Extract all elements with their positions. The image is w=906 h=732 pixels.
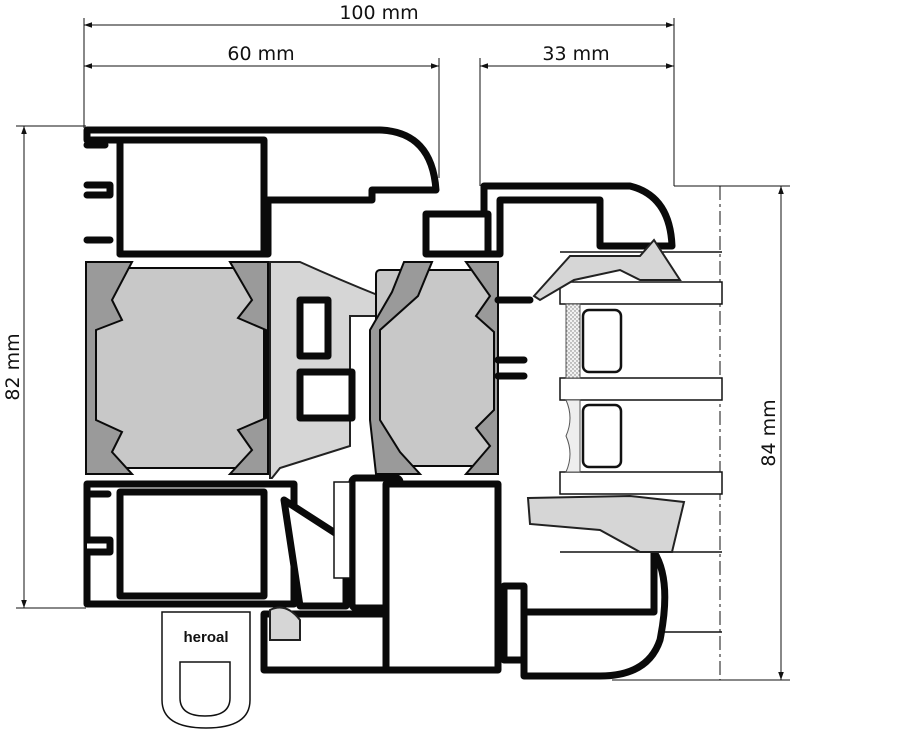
sash-outer-bottom-chamber [520,548,669,680]
glass-pane-middle [559,377,723,401]
glass-pane-inner [559,471,723,495]
sash-bottom-chamber [382,480,502,674]
glass-pane-outer [559,281,723,305]
glazing-gasket-inner [526,494,686,553]
sash-polyamide-strut-right [463,261,499,475]
dimension-label-sash-width: 33 mm [542,43,609,65]
frame-thermal-insulation [95,267,265,469]
dimension-label-frame-height: 82 mm [2,333,24,400]
sash-profile [369,182,686,680]
dimension-label-overall-width: 100 mm [339,2,418,24]
dimension-label-frame-width: 60 mm [227,43,294,65]
glazing-unit [559,186,723,680]
frame-polyamide-strut-right [227,261,269,475]
dimension-sash-height: 84 mm [612,185,790,681]
frame-polyamide-strut-left [85,261,135,475]
sash-polyamide-strut-left [369,261,434,475]
frame-profile [83,126,440,674]
brand-logo-text: heroal [183,629,228,646]
brand-badge: heroal [161,611,251,729]
dimension-label-sash-height: 84 mm [758,399,780,466]
spacer-bar-lower [581,403,623,469]
frame-outer-chamber [116,136,268,258]
glazing-gasket-outer [532,238,682,302]
dimension-sash-width: 33 mm [479,43,674,186]
dimension-frame-width: 60 mm [84,43,440,178]
sash-top-chamber [480,182,676,258]
dimension-overall-width: 100 mm [83,2,675,186]
dimension-frame-height: 82 mm [2,125,86,609]
spacer-bar-upper [581,308,623,374]
